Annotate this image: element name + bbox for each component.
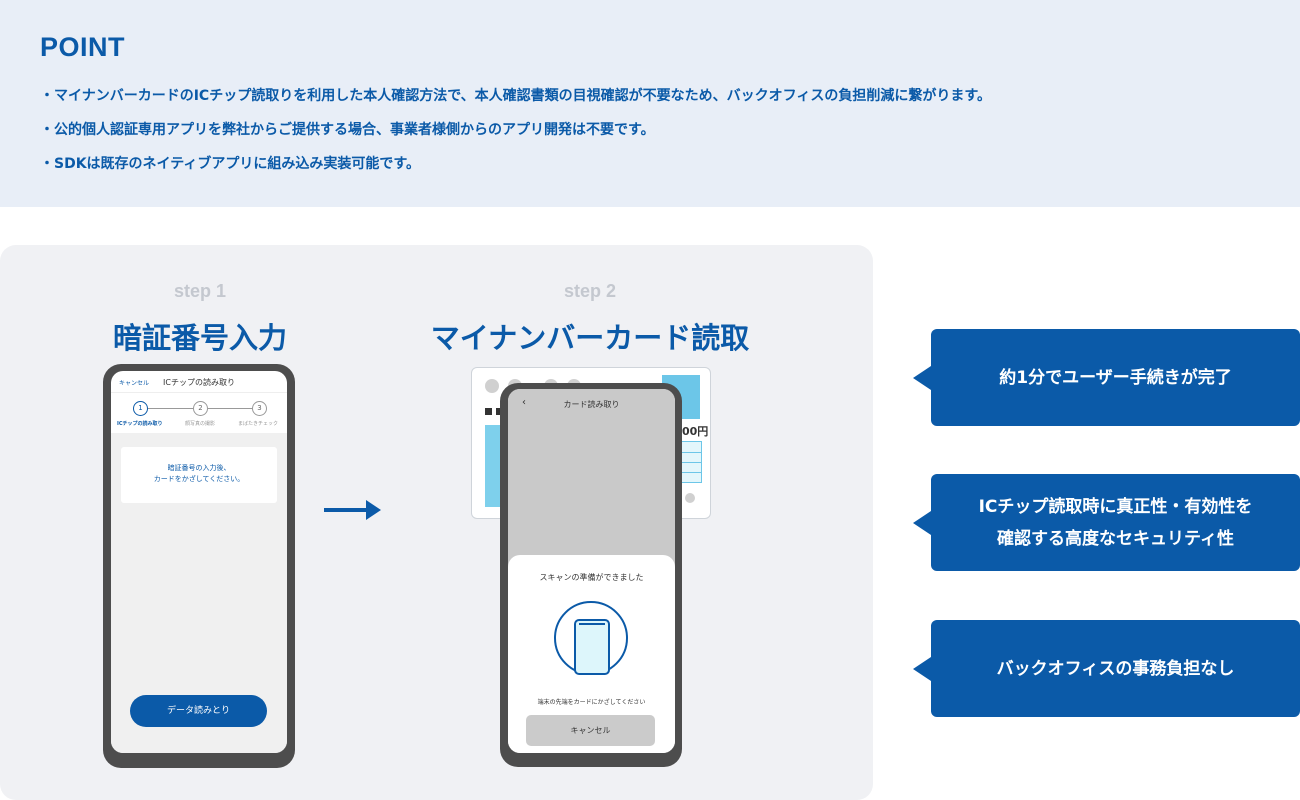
phone-2-screen: ‹ カード読み取り スキャンの準備ができました 端末の先端をカードにかざしてくだ… [508,389,675,753]
point-item: マイナンバーカードのICチップ読取りを利用した本人確認方法で、本人確認書類の目視… [40,86,991,120]
phone-2-header: ‹ カード読み取り [508,389,675,415]
card-dot [485,379,499,393]
card-square [496,408,503,415]
phone-card-scan: ‹ カード読み取り スキャンの準備ができました 端末の先端をカードにかざしてくだ… [500,383,682,767]
cancel-link[interactable]: キャンセル [119,380,150,387]
benefit-security: ICチップ読取時に真正性・有効性を 確認する高度なセキュリティ性 [913,474,1300,571]
benefit-line: 約1分でユーザー手続きが完了 [999,367,1232,388]
read-data-button[interactable]: データ読みとり [130,695,267,727]
stepper-step-3: 3 [252,401,267,416]
scan-phone-icon [554,601,628,675]
step-2-title: マイナンバーカード読取 [430,321,750,355]
phone-pin-entry: キャンセル ICチップの読み取り 1 2 3 ICチップの読み取り 顔写真の撮影… [103,364,295,768]
point-list: マイナンバーカードのICチップ読取りを利用した本人確認方法で、本人確認書類の目視… [40,86,991,188]
arrow-head-icon [366,500,381,520]
stepper-step-1: 1 [133,401,148,416]
stepper-line [148,408,193,409]
scan-sheet: スキャンの準備ができました 端末の先端をカードにかざしてください キャンセル [508,555,675,753]
arrow-right-icon [324,508,368,512]
step-2-label: step 2 [563,281,617,301]
card-amount: 00円 [682,425,709,438]
pin-message-line-1: 暗証番号の入力後、 [167,464,231,472]
phone-1-screen: キャンセル ICチップの読み取り 1 2 3 ICチップの読み取り 顔写真の撮影… [111,371,287,753]
benefit-line: バックオフィスの事務負担なし [996,658,1235,679]
stepper-line [208,408,252,409]
back-chevron-icon[interactable]: ‹ [522,397,526,408]
benefit-line: 確認する高度なセキュリティ性 [997,528,1234,549]
scan-ready-title: スキャンの準備ができました [539,573,644,582]
point-item: 公的個人認証専用アプリを弊社からご提供する場合、事業者様側からのアプリ開発は不要… [40,120,991,154]
benefit-quick: 約1分でユーザー手続きが完了 [913,329,1300,426]
progress-stepper: 1 2 3 ICチップの読み取り 顔写真の撮影 まばたきチェック [111,395,287,433]
point-box: POINT マイナンバーカードのICチップ読取りを利用した本人確認方法で、本人確… [0,0,1300,207]
smartphone-icon [574,619,610,675]
point-item: SDKは既存のネイティブアプリに組み込み実装可能です。 [40,154,991,188]
stepper-label-2: 顔写真の撮影 [185,421,216,427]
stepper-label-1: ICチップの読み取り [117,421,163,427]
point-title: POINT [40,32,126,62]
phone-1-title: ICチップの読み取り [163,378,235,387]
stepper-step-2: 2 [193,401,208,416]
benefit-line: ICチップ読取時に真正性・有効性を [978,496,1253,517]
card-square [485,408,492,415]
step-1-title: 暗証番号入力 [112,321,287,355]
card-dot [685,493,695,503]
phone-1-header: キャンセル ICチップの読み取り [111,371,287,393]
pin-message-line-2: カードをかざしてください。 [153,475,245,483]
scan-hint: 端末の先端をカードにかざしてください [537,699,646,706]
benefit-backoffice: バックオフィスの事務負担なし [913,620,1300,717]
step-1-label: step 1 [173,281,227,301]
cancel-button[interactable]: キャンセル [526,715,655,746]
stepper-label-3: まばたきチェック [238,421,279,427]
phone-2-title: カード読み取り [563,400,620,409]
pin-message: 暗証番号の入力後、 カードをかざしてください。 [121,447,277,503]
